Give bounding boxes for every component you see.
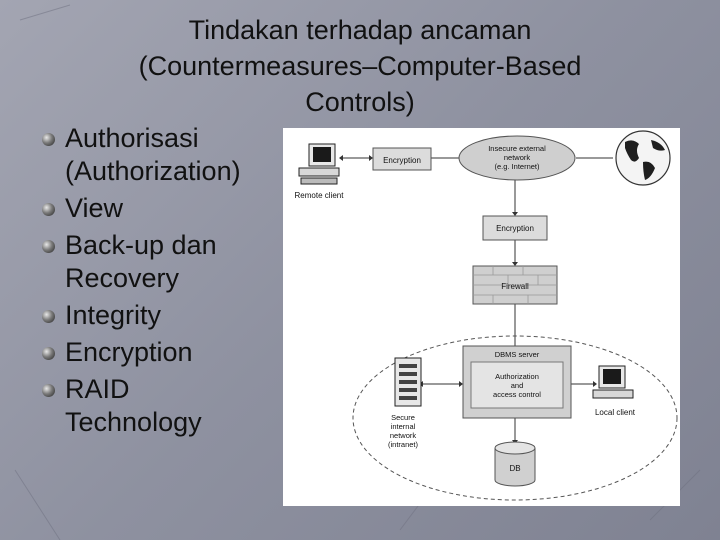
remote-client-label: Remote client	[295, 191, 345, 200]
auth-label-1: Authorization	[495, 372, 539, 381]
bullet-icon	[42, 133, 55, 146]
bullet-item: View	[40, 192, 280, 225]
database-icon	[494, 441, 536, 487]
bullet-text: Integrity	[65, 300, 162, 330]
auth-box	[470, 361, 564, 409]
security-diagram: Remote client Encryption Insecure extern…	[283, 128, 680, 506]
bullet-text-cont: Recovery	[65, 263, 180, 293]
secure-network-label-1: Secure	[391, 413, 415, 422]
bullet-icon	[42, 310, 55, 323]
encryption-mid-box	[482, 215, 548, 241]
bullet-text: View	[65, 193, 124, 223]
auth-label-3: access control	[493, 390, 541, 399]
bullet-icon	[42, 203, 55, 216]
encryption-mid-label: Encryption	[496, 224, 534, 233]
bullet-text: Encryption	[65, 337, 193, 367]
title-line-3: Controls)	[305, 87, 415, 117]
intranet-server-icon	[394, 357, 422, 407]
title-line-2: (Countermeasures–Computer-Based	[138, 51, 582, 81]
secure-network-label-4: (intranet)	[388, 440, 419, 449]
bullet-icon	[42, 240, 55, 253]
bullet-text-cont: (Authorization)	[65, 156, 241, 186]
firewall-label: Firewall	[501, 282, 529, 291]
bullet-item: Back-up dan Recovery	[40, 229, 280, 295]
firewall-icon	[472, 265, 558, 305]
encryption-top-label: Encryption	[383, 156, 421, 165]
remote-client-icon	[298, 143, 340, 185]
bullet-text: RAID	[65, 374, 130, 404]
bullet-text-cont: Technology	[65, 407, 202, 437]
external-network-label-3: (e.g. Internet)	[494, 162, 540, 171]
bullet-item: RAID Technology	[40, 373, 280, 439]
globe-icon	[615, 130, 671, 186]
bullet-item: Authorisasi (Authorization)	[40, 122, 280, 188]
bullet-list: Authorisasi (Authorization) View Back-up…	[40, 122, 280, 443]
local-client-label: Local client	[595, 408, 636, 417]
auth-label-2: and	[511, 381, 524, 390]
external-network-label-2: network	[504, 153, 531, 162]
dbms-server-label: DBMS server	[495, 350, 540, 359]
db-label: DB	[509, 464, 520, 473]
local-client-icon	[592, 365, 634, 399]
slide-title: Tindakan terhadap ancaman (Countermeasur…	[80, 12, 640, 120]
title-line-1: Tindakan terhadap ancaman	[188, 15, 532, 45]
bullet-text: Authorisasi	[65, 123, 199, 153]
secure-network-label-2: internal	[391, 422, 416, 431]
secure-network-label-3: network	[390, 431, 417, 440]
secure-network-boundary	[352, 335, 678, 501]
bullet-item: Integrity	[40, 299, 280, 332]
external-network-cloud	[458, 135, 576, 181]
bullet-icon	[42, 384, 55, 397]
external-network-label-1: Insecure external	[488, 144, 546, 153]
connectors	[343, 157, 613, 440]
encryption-top-box	[372, 147, 432, 171]
bullet-item: Encryption	[40, 336, 280, 369]
bullet-icon	[42, 347, 55, 360]
bullet-text: Back-up dan	[65, 230, 217, 260]
